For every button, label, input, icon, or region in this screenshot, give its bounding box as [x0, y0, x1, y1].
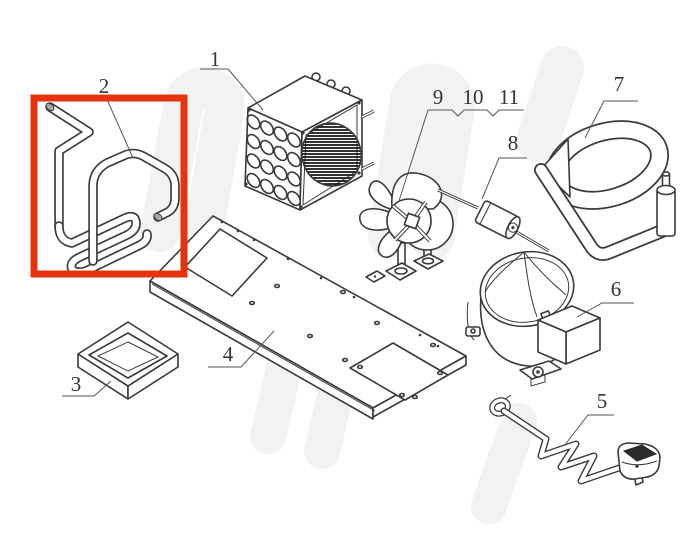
callout-label-7: 7	[614, 72, 625, 96]
callout-label-9: 9	[433, 85, 444, 109]
callout-label-11: 11	[499, 85, 519, 109]
part-7-tube-loop-illustration	[534, 120, 676, 261]
callout-label-8: 8	[508, 131, 519, 155]
part-9-10-11-fan-assembly-illustration	[359, 172, 454, 281]
callout-labels: 1 2 3 4 5 6 7 8 9 10 11	[71, 47, 625, 413]
callout-label-2: 2	[99, 74, 110, 98]
part-6-compressor-illustration	[465, 250, 601, 387]
callout-label-6: 6	[611, 277, 622, 301]
power-plug-illustration	[617, 442, 661, 486]
part-5-power-cord-illustration	[489, 394, 661, 486]
part-8-filter-drier-illustration	[437, 188, 550, 253]
callout-label-4: 4	[223, 342, 234, 366]
part-4-base-plate-illustration	[149, 215, 467, 420]
part-1-condenser-illustration	[244, 72, 375, 211]
callout-label-3: 3	[71, 372, 82, 396]
part-3-drip-tray-illustration	[77, 321, 179, 400]
callout-label-1: 1	[210, 47, 221, 71]
part-2-tube-assembly-illustration	[45, 102, 180, 277]
callout-leaders	[62, 68, 638, 447]
highlight-box-part-2	[30, 94, 188, 278]
callout-label-5: 5	[597, 389, 608, 413]
callout-label-10: 10	[463, 85, 484, 109]
